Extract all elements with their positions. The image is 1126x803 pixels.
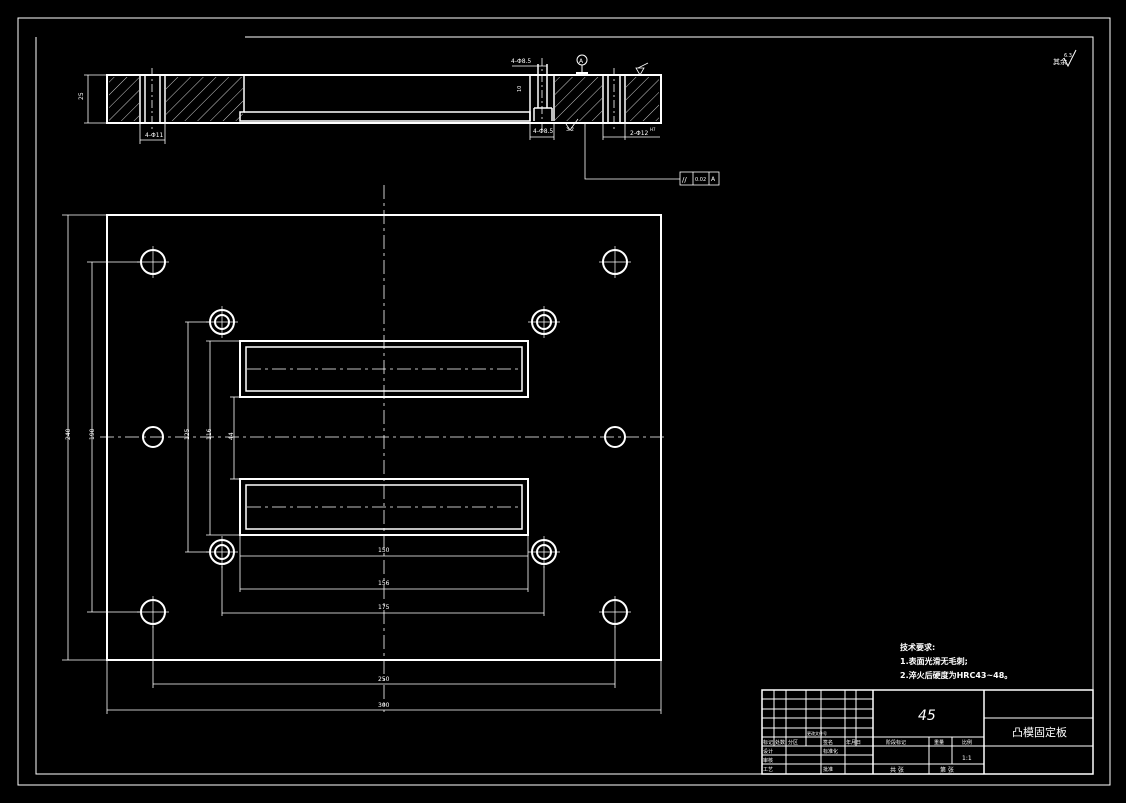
- roughness-note-label: 其余: [1053, 57, 1067, 66]
- tb-approve: 批准: [823, 766, 833, 773]
- tb-label-zone: 分区: [788, 739, 798, 746]
- tb-part-name: 凸模固定板: [1012, 725, 1067, 739]
- roughness-note-value: 6.3: [1064, 53, 1072, 59]
- flatness-value: 0.02: [695, 177, 706, 183]
- section-hatching: [109, 77, 659, 121]
- dim-counterbore-bottom: 4-Φ8.5: [533, 128, 553, 135]
- datum-label: A: [579, 58, 584, 65]
- dim-holes-y: 190: [89, 428, 96, 440]
- dim-counterbore-depth: 10: [517, 86, 523, 92]
- dim-thickness: 25: [78, 92, 85, 100]
- dim-height: 240: [65, 428, 72, 440]
- tb-process: 工艺: [763, 767, 773, 773]
- tb-design: 设计: [763, 748, 773, 755]
- dim-slot-len: 150: [378, 547, 390, 554]
- technical-notes: 技术要求: 1.表面光滑无毛刺; 2.淬火后硬度为HRC43~48。: [900, 642, 1012, 680]
- dim-width: 300: [378, 702, 390, 709]
- roughness-mark-icon: [565, 118, 579, 131]
- notes-heading: 技术要求:: [900, 642, 935, 652]
- dim-inner-y1: 125: [184, 428, 191, 440]
- flatness-symbol: //: [682, 176, 687, 184]
- tb-standard: 标准化: [823, 748, 838, 755]
- dim-hole-left: 4-Φ11: [145, 132, 164, 139]
- tb-label-mark: 标记: [763, 739, 773, 746]
- dim-pin-hole: 2-Φ12: [630, 130, 649, 137]
- flatness-datum: A: [711, 176, 716, 183]
- title-block-labels: 45 凸模固定板 标记 处数 分区 更改文件号 签名 年月日 设计 标准化 审核…: [763, 708, 1067, 774]
- dim-holes-x: 250: [378, 676, 390, 683]
- punch-slots: [239, 340, 529, 536]
- dim-outer-len: 156: [378, 580, 390, 587]
- tb-label-count: 处数: [775, 739, 785, 746]
- tb-sheet-no: 第 张: [940, 766, 954, 774]
- notes-line-2: 2.淬火后硬度为HRC43~48。: [900, 670, 1012, 680]
- notes-line-1: 1.表面光滑无毛刺;: [900, 656, 968, 666]
- tb-material: 45: [918, 708, 936, 724]
- tb-stage: 阶段标记: [886, 739, 906, 746]
- tb-sheets: 共 张: [890, 766, 904, 774]
- outer-frame: [17, 17, 1111, 786]
- title-block: [761, 689, 1094, 775]
- tb-label-date: 年月日: [846, 739, 861, 746]
- flatness-frame: // 0.02 A: [584, 123, 720, 186]
- tb-label-sign: 签名: [823, 739, 833, 746]
- tb-weight: 重量: [934, 739, 944, 746]
- dim-slot-gap: 44: [228, 432, 235, 440]
- roughness-top-icon: [635, 67, 645, 76]
- dim-counterbore-top: 4-Φ8.5: [511, 58, 531, 65]
- section-view: 25 4-Φ11 4-Φ8.5 10 4-Φ8.5 3.2 2-Φ12 H: [78, 54, 720, 186]
- dim-inner-y2: 116: [206, 428, 213, 440]
- tb-scale: 比例: [962, 739, 972, 746]
- tb-scale-value: 1:1: [962, 755, 972, 762]
- surface-roughness-note: 其余 6.3: [1053, 49, 1077, 68]
- tb-label-change: 更改文件号: [807, 730, 827, 736]
- datum-marker: A: [576, 54, 588, 75]
- roughness-symbol-icon: [1063, 49, 1077, 68]
- dim-pin-fit: H7: [650, 127, 656, 132]
- plan-view: 240 190 125 116 44 150 156 175 250 300: [62, 185, 668, 714]
- tb-review: 审核: [763, 757, 773, 764]
- dim-pin-x: 175: [378, 604, 390, 611]
